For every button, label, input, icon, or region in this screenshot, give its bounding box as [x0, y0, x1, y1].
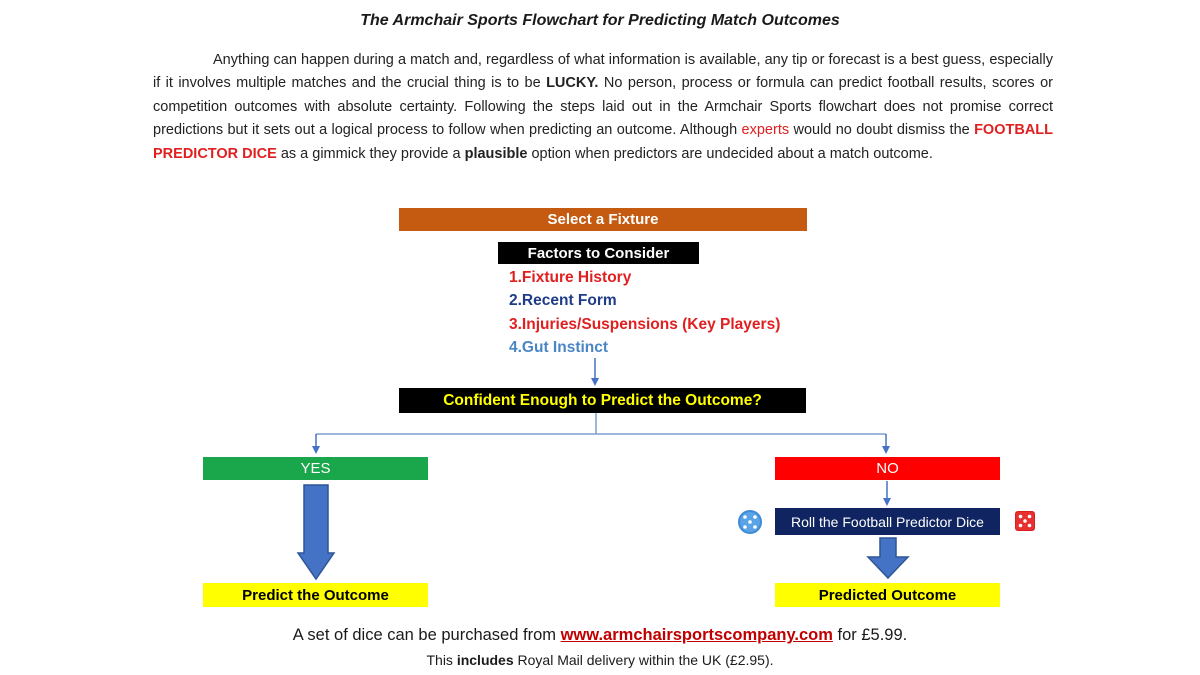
yes-box: YES [203, 457, 428, 480]
intro-experts: experts [741, 122, 790, 139]
factor-list: 1.Fixture History 2.Recent Form 3.Injuri… [509, 266, 780, 359]
footer-line2-bold: includes [456, 652, 514, 668]
factors-title-box: Factors to Consider [498, 242, 699, 264]
no-box: NO [775, 457, 1000, 480]
footer-line2-post: Royal Mail delivery within the UK (£2.95… [513, 652, 774, 668]
footer-text-pre: A set of dice can be purchased from [292, 626, 561, 644]
footer-text-post: for £5.99. [832, 626, 908, 644]
factor-item-gut-instinct: 4.Gut Instinct [509, 338, 609, 356]
factor-item-fixture-history: 1.Fixture History [509, 269, 632, 286]
intro-plausible: plausible [464, 145, 528, 162]
intro-text-1: Anything can happen during a match and, … [153, 52, 1053, 92]
intro-lucky: LUCKY. [546, 75, 599, 92]
intro-paragraph: Anything can happen during a match and, … [153, 49, 1053, 166]
predict-outcome-box: Predict the Outcome [203, 583, 428, 607]
intro-dice-name: FOOTBALL PREDICTOR DICE [153, 122, 1054, 162]
intro-text-4: as a gimmick they provide a [276, 145, 465, 162]
intro-text-2: No person, process or formula can predic… [153, 75, 1053, 139]
big-arrow-yes [296, 484, 336, 581]
predicted-outcome-box: Predicted Outcome [775, 583, 1000, 607]
blue-dice-icon [738, 510, 762, 534]
factor-item-injuries: 3.Injuries/Suspensions (Key Players) [509, 315, 781, 333]
select-fixture-box: Select a Fixture [399, 208, 807, 231]
footer-purchase-line: A set of dice can be purchased from www.… [0, 626, 1200, 645]
confident-question-box: Confident Enough to Predict the Outcome? [399, 388, 806, 413]
footer-website-link[interactable]: www.armchairsportscompany.com [560, 626, 833, 644]
footer-line2-pre: This [426, 652, 457, 668]
page-title: The Armchair Sports Flowchart for Predic… [360, 12, 840, 29]
intro-text-5: option when predictors are undecided abo… [527, 145, 933, 162]
roll-dice-box: Roll the Football Predictor Dice [775, 508, 1000, 535]
footer-delivery-line: This includes Royal Mail delivery within… [0, 652, 1200, 668]
intro-text-3: would no doubt dismiss the [789, 122, 975, 139]
red-dice-icon [1015, 511, 1035, 531]
factor-item-recent-form: 2.Recent Form [509, 292, 617, 310]
big-arrow-no [866, 537, 910, 580]
